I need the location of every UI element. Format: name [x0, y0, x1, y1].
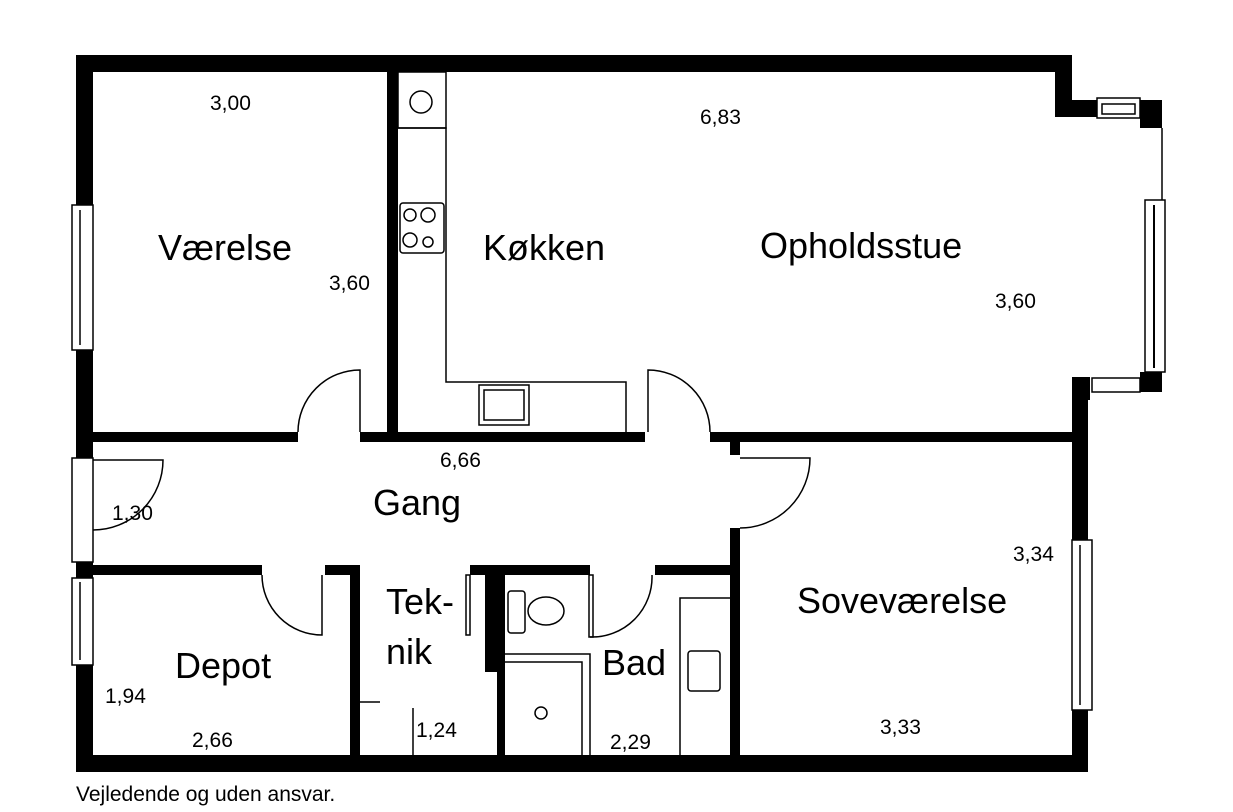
dim-depot-depth: 1,94 — [105, 685, 146, 708]
room-label-opholdsstue: Opholdsstue — [760, 225, 962, 266]
kitchen-fixtures — [397, 71, 627, 432]
dim-teknik-width: 1,24 — [416, 719, 457, 742]
dim-closet: 1,30 — [112, 502, 153, 525]
kitchen-sink-icon — [478, 384, 530, 426]
room-label-kokken: Køkken — [483, 227, 605, 268]
bath-fixtures — [505, 590, 730, 755]
vent-icon — [409, 90, 433, 114]
room-label-teknik-2: nik — [386, 631, 433, 672]
room-label-vaerelse: Værelse — [158, 227, 292, 268]
room-label-sovevaerelse: Soveværelse — [797, 580, 1007, 621]
dim-bad-width: 2,29 — [610, 731, 651, 754]
dim-vaerelse-depth: 3,60 — [329, 272, 370, 295]
dim-sovevaerelse-depth: 3,34 — [1013, 543, 1054, 566]
dim-opholdsstue-depth: 3,60 — [995, 290, 1036, 313]
doors — [92, 369, 811, 755]
disclaimer: Vejledende og uden ansvar. — [76, 783, 335, 806]
dim-gang-width: 6,66 — [440, 449, 481, 472]
bath-sink-icon — [687, 650, 721, 692]
room-label-bad: Bad — [602, 642, 666, 683]
interior-walls — [93, 72, 1072, 755]
dim-sovevaerelse-width: 3,33 — [880, 716, 921, 739]
room-label-depot: Depot — [175, 645, 271, 686]
windows — [71, 97, 1166, 711]
drain-icon — [534, 706, 548, 720]
room-label-gang: Gang — [373, 482, 461, 523]
dim-depot-width: 2,66 — [192, 729, 233, 752]
stove-icon — [399, 202, 445, 254]
dim-opholdsstue-width: 6,83 — [700, 106, 741, 129]
toilet-icon — [507, 590, 526, 634]
room-label-teknik-1: Tek- — [386, 581, 454, 622]
dim-vaerelse-width: 3,00 — [210, 92, 251, 115]
